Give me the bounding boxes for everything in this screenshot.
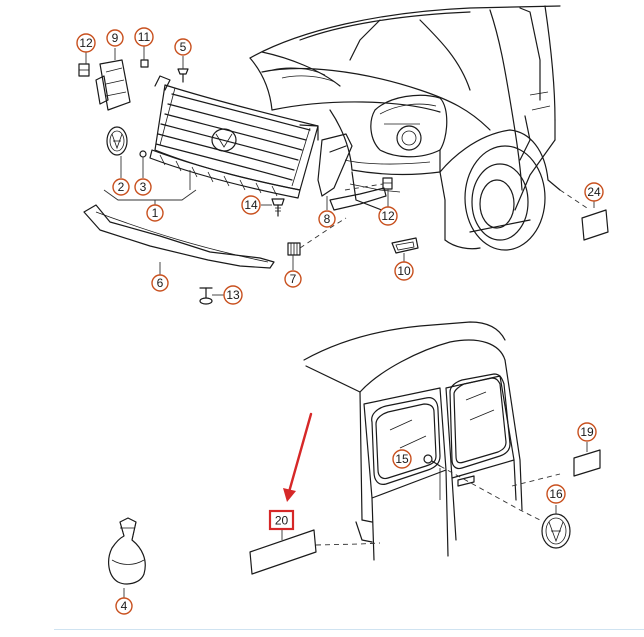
callout-11[interactable]: 11 (134, 27, 154, 47)
callout-12-left[interactable]: 12 (76, 33, 96, 53)
svg-text:15: 15 (395, 452, 409, 466)
svg-text:13: 13 (226, 288, 240, 302)
callout-8[interactable]: 8 (318, 210, 336, 228)
vw-emblem-16-icon (541, 513, 571, 549)
sticker-19-icon (573, 449, 601, 477)
svg-text:14: 14 (244, 198, 258, 212)
svg-text:16: 16 (549, 487, 563, 501)
callout-10[interactable]: 10 (394, 261, 414, 281)
clip-12-left-icon (78, 63, 90, 77)
svg-text:8: 8 (324, 212, 331, 226)
callout-3[interactable]: 3 (134, 178, 152, 196)
callout-16[interactable]: 16 (546, 484, 566, 504)
svg-text:5: 5 (180, 40, 187, 54)
page-divider (54, 629, 644, 630)
highlight-arrow (283, 412, 313, 502)
clip-7-icon (287, 242, 301, 256)
callout-7[interactable]: 7 (284, 270, 302, 288)
callout-19[interactable]: 19 (577, 422, 597, 442)
screw-13-icon (199, 287, 213, 305)
svg-text:24: 24 (587, 185, 601, 199)
callout-15[interactable]: 15 (392, 449, 412, 469)
svg-text:10: 10 (397, 264, 411, 278)
clip-12-right-icon (382, 177, 393, 190)
svg-text:9: 9 (112, 31, 119, 45)
bracket-9-icon (95, 59, 131, 111)
bolt-15-icon (423, 454, 441, 467)
bumper-trim-6 (83, 204, 275, 269)
cover-bag-4-icon (108, 517, 146, 585)
svg-text:12: 12 (381, 209, 395, 223)
vehicle-rear-outline (303, 321, 523, 561)
screw-14-icon (271, 198, 285, 217)
front-leader-lines (85, 46, 595, 296)
svg-text:1: 1 (152, 206, 159, 220)
callout-20-highlighted[interactable]: 20 (268, 509, 295, 531)
callout-24[interactable]: 24 (584, 182, 604, 202)
screw-5-icon (177, 68, 189, 83)
svg-text:4: 4 (121, 599, 128, 613)
fasteners (78, 59, 419, 305)
vw-emblem-2-icon (106, 126, 128, 156)
vehicle-front-outline (249, 5, 561, 251)
callout-4[interactable]: 4 (115, 597, 133, 615)
svg-text:2: 2 (118, 180, 125, 194)
headlight-trim-8 (317, 133, 387, 211)
callout-2[interactable]: 2 (112, 178, 130, 196)
sticker-20-icon (249, 529, 317, 575)
seal-10-icon (391, 237, 419, 254)
svg-text:6: 6 (157, 276, 164, 290)
callout-9[interactable]: 9 (106, 29, 124, 47)
callout-6[interactable]: 6 (151, 274, 169, 292)
clip-11-icon (140, 59, 149, 68)
callout-12-right[interactable]: 12 (378, 206, 398, 226)
callout-5[interactable]: 5 (174, 38, 192, 56)
svg-text:11: 11 (138, 30, 151, 44)
svg-text:12: 12 (79, 36, 93, 50)
svg-text:20: 20 (275, 514, 289, 528)
callout-1[interactable]: 1 (146, 204, 164, 222)
svg-text:19: 19 (580, 425, 594, 439)
grille-emblem-icon (211, 128, 237, 152)
svg-text:3: 3 (140, 180, 147, 194)
callout-14[interactable]: 14 (241, 195, 261, 215)
radiator-grille (149, 75, 319, 199)
rear-parts (108, 442, 601, 598)
svg-text:7: 7 (290, 272, 297, 286)
sticker-24-icon (581, 209, 609, 241)
nut-3-icon (139, 150, 147, 158)
callout-13[interactable]: 13 (223, 285, 243, 305)
